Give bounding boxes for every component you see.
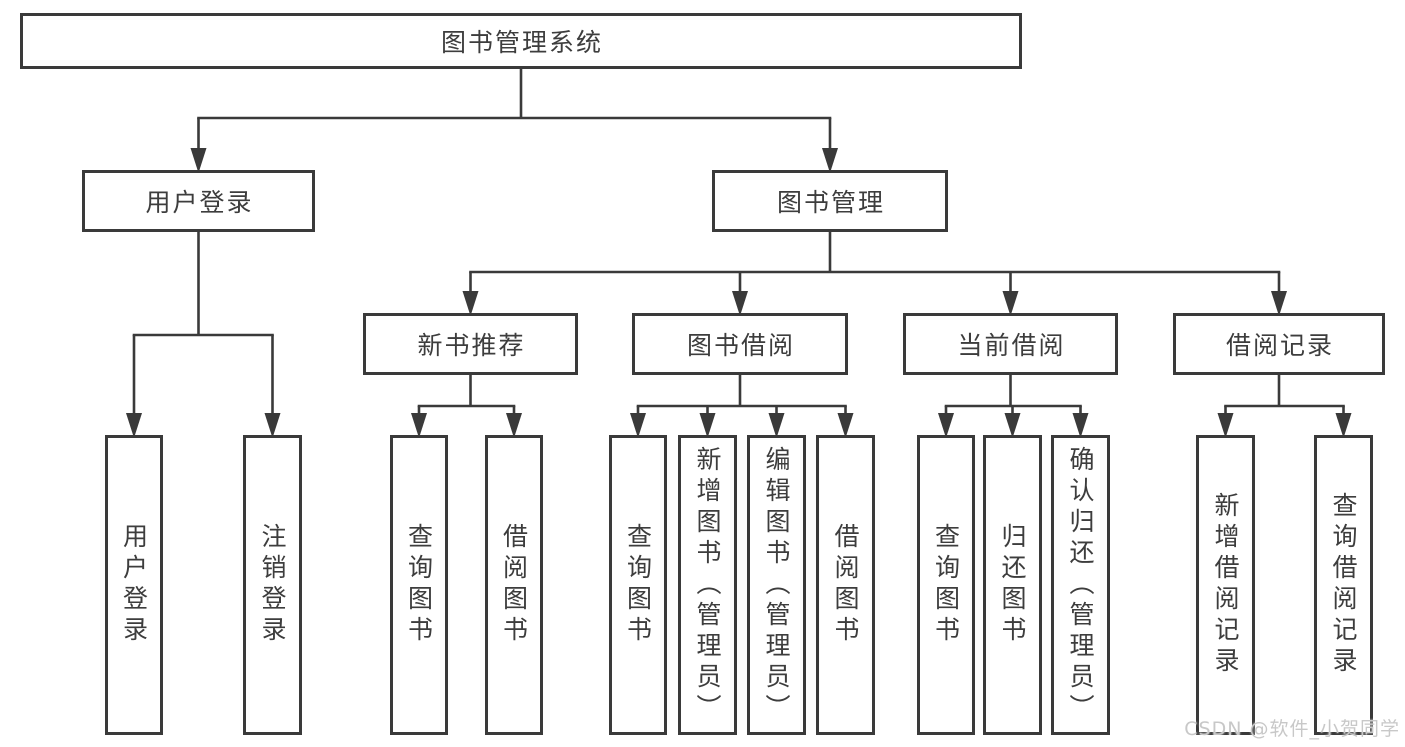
diagram-node-label: 注销登录 <box>258 523 287 647</box>
edge-arrowhead-leaf-query-book-1 <box>411 413 427 438</box>
diagram-node-label: 查询图书 <box>623 523 653 647</box>
diagram-node-label: 归还图书 <box>998 523 1027 647</box>
edge-arrowhead-leaf-borrow-book-2 <box>837 413 854 438</box>
diagram-node-label: 图书管理 <box>776 188 885 217</box>
diagram-node-label: 查询图书 <box>931 523 961 647</box>
diagram-node-label: 借阅图书 <box>831 523 860 647</box>
edge-arrowhead-leaf-logout <box>264 413 281 438</box>
diagram-node-user-login: 用户登录 <box>82 170 315 232</box>
diagram-node-leaf-query-record: 查询借阅记录 <box>1314 435 1373 735</box>
edge-arrowhead-leaf-confirm-return <box>1072 413 1089 438</box>
edge-arrowhead-book-mgmt <box>822 148 838 173</box>
edge-arrowhead-new-book-rec <box>462 291 479 316</box>
edge-arrowhead-borrow-records <box>1271 291 1287 316</box>
diagram-node-new-book-rec: 新书推荐 <box>363 313 578 375</box>
diagram-node-leaf-confirm-return: 确认归还（管理员） <box>1051 435 1110 735</box>
diagram-node-label: 新增图书（管理员） <box>693 445 722 725</box>
edge-arrowhead-leaf-query-record <box>1335 413 1352 438</box>
diagram-node-book-mgmt: 图书管理 <box>712 170 948 232</box>
edge-arrowhead-leaf-add-book <box>699 413 716 438</box>
edge-arrowhead-leaf-borrow-book-1 <box>506 413 522 438</box>
diagram-node-borrow-records: 借阅记录 <box>1173 313 1385 375</box>
diagram-node-leaf-return-book: 归还图书 <box>983 435 1042 735</box>
edge-arrowhead-leaf-query-book-2 <box>630 413 646 438</box>
diagram-node-leaf-query-book-1: 查询图书 <box>390 435 448 735</box>
diagram-node-book-borrow: 图书借阅 <box>632 313 848 375</box>
watermark: CSDN @软件_小贺同学 <box>1184 718 1400 740</box>
diagram-node-leaf-borrow-book-1: 借阅图书 <box>485 435 543 735</box>
diagram-node-root: 图书管理系统 <box>20 13 1022 69</box>
diagram-node-label: 新书推荐 <box>417 331 526 360</box>
diagram-node-label: 查询图书 <box>404 523 434 647</box>
diagram-node-label: 新增借阅记录 <box>1211 492 1240 678</box>
edge-arrowhead-leaf-query-book-3 <box>938 413 954 438</box>
edge-arrowhead-leaf-add-record <box>1217 413 1234 438</box>
diagram-node-leaf-query-book-2: 查询图书 <box>609 435 667 735</box>
diagram-node-label: 借阅图书 <box>499 523 529 647</box>
diagram-node-leaf-add-record: 新增借阅记录 <box>1196 435 1255 735</box>
diagram-node-label: 当前借阅 <box>957 331 1066 360</box>
diagram-node-leaf-borrow-book-2: 借阅图书 <box>816 435 875 735</box>
diagram-node-leaf-logout: 注销登录 <box>243 435 302 735</box>
edge-arrowhead-book-borrow <box>732 291 748 316</box>
edge-arrowhead-leaf-user-login <box>126 413 142 438</box>
diagram-node-leaf-edit-book: 编辑图书（管理员） <box>747 435 806 735</box>
diagram-node-label: 图书管理系统 <box>440 28 603 57</box>
diagram-node-label: 确认归还（管理员） <box>1066 445 1095 725</box>
diagram-node-label: 用户登录 <box>119 523 149 647</box>
diagram-node-leaf-query-book-3: 查询图书 <box>917 435 975 735</box>
diagram-node-label: 编辑图书（管理员） <box>762 445 791 725</box>
diagram-node-leaf-add-book: 新增图书（管理员） <box>678 435 737 735</box>
diagram-node-label: 用户登录 <box>145 188 254 217</box>
edge-arrowhead-leaf-return-book <box>1004 413 1021 438</box>
edge-arrowhead-current-borrow <box>1002 291 1019 316</box>
diagram-node-label: 图书借阅 <box>686 331 795 360</box>
diagram-node-current-borrow: 当前借阅 <box>903 313 1118 375</box>
diagram-node-leaf-user-login: 用户登录 <box>105 435 163 735</box>
edge-arrowhead-user-login <box>190 148 207 173</box>
diagram-node-label: 查询借阅记录 <box>1329 492 1358 678</box>
edge-arrowhead-leaf-edit-book <box>768 413 785 438</box>
diagram-node-label: 借阅记录 <box>1225 331 1334 360</box>
